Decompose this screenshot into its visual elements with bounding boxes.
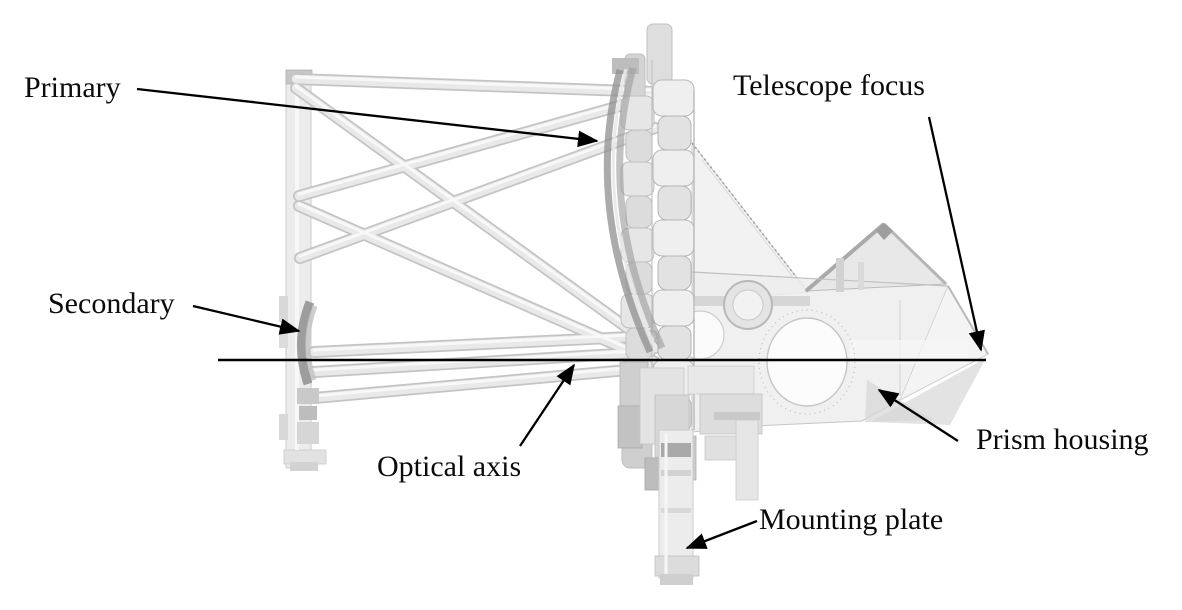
- label-optical-axis: Optical axis: [377, 450, 522, 483]
- leader-prism-housing: [877, 389, 959, 442]
- label-mounting-plate: Mounting plate: [759, 503, 944, 536]
- leader-primary: [136, 87, 599, 148]
- callout-leaders: [136, 87, 985, 550]
- secondary-mirror: [297, 300, 319, 444]
- label-prism-housing: Prism housing: [976, 423, 1149, 456]
- leader-optical-axis: [519, 363, 575, 447]
- label-primary: Primary: [24, 71, 121, 104]
- prism-housing: [675, 141, 989, 433]
- mounting-plate: [654, 429, 700, 585]
- leader-mounting-plate: [685, 519, 758, 550]
- truss-tubes: [290, 73, 661, 404]
- primary-mirror: [603, 58, 666, 354]
- label-secondary: Secondary: [48, 287, 175, 320]
- leader-secondary: [192, 304, 301, 335]
- leader-telescope-focus: [927, 116, 985, 352]
- label-telescope-focus: Telescope focus: [733, 69, 925, 102]
